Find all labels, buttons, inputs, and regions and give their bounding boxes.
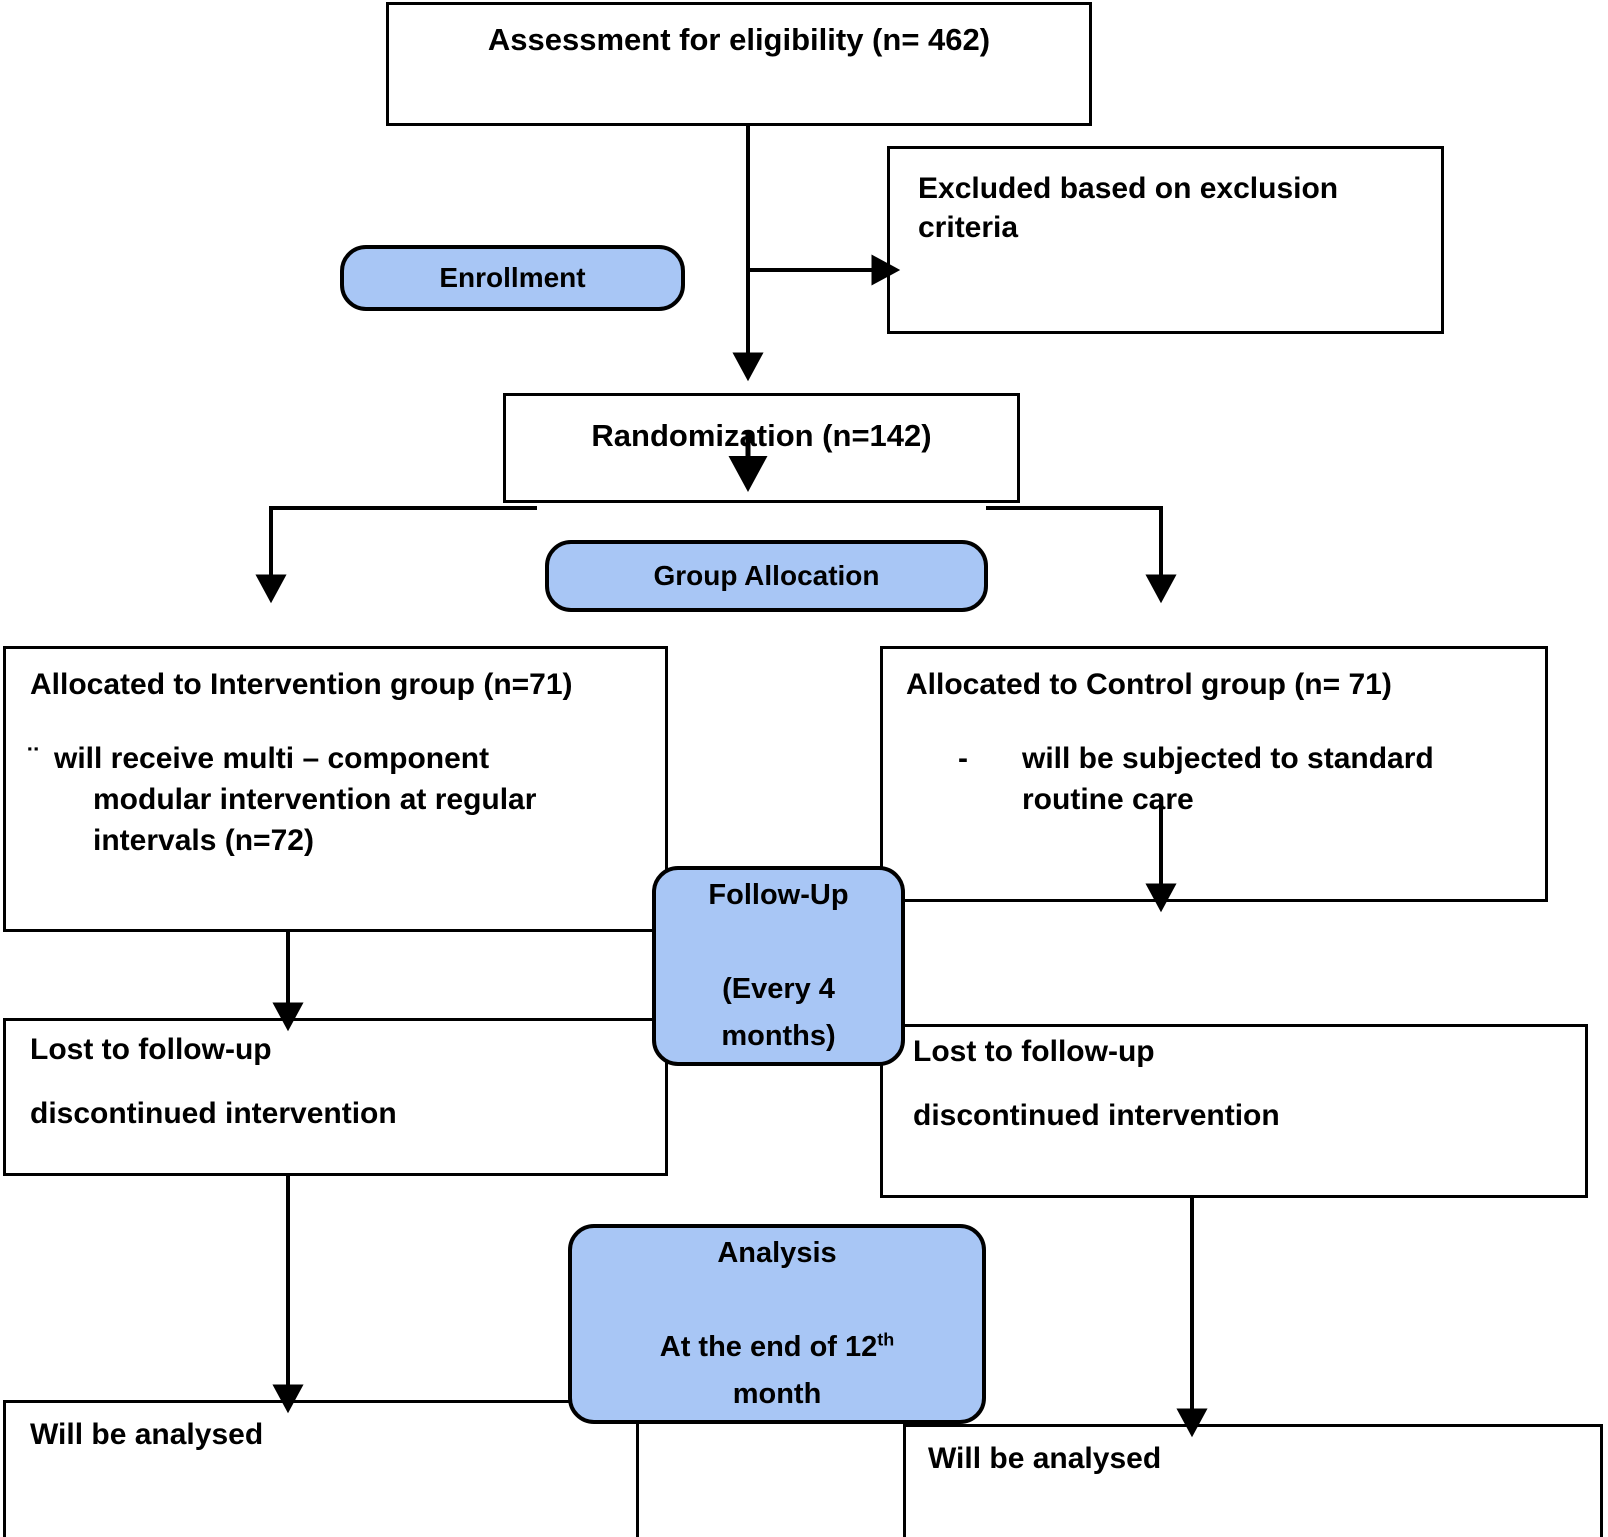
box-randomization <box>503 393 1020 503</box>
analysis-label: Analysis At the end of 12th month <box>572 1230 982 1418</box>
follow-up-line2: (Every 4 <box>722 973 835 1005</box>
excluded-label-line2: criteria <box>918 211 1019 244</box>
box-control-allocation <box>880 646 1548 902</box>
stage-label-follow-up: Follow-Up (Every 4 months) <box>652 866 905 1066</box>
intervention-allocation-bullet-marker: ¨ <box>28 742 38 775</box>
will-be-analysed-right-label: Will be analysed <box>928 1442 1162 1475</box>
box-lost-followup-right <box>880 1024 1588 1198</box>
box-intervention-allocation <box>3 646 668 932</box>
follow-up-line3: months) <box>721 1019 836 1052</box>
branch-left-allocation <box>255 506 537 604</box>
intervention-allocation-bullet-line3: intervals (n=72) <box>93 824 314 857</box>
analysis-line2-sup: th <box>877 1329 895 1350</box>
follow-up-label: Follow-Up (Every 4 months) <box>656 872 901 1060</box>
lost-followup-right-line2: discontinued intervention <box>913 1099 1280 1132</box>
lost-followup-left-line2: discontinued intervention <box>30 1097 397 1130</box>
randomization-label: Randomization (n=142) <box>591 418 932 453</box>
lost-followup-right-line1: Lost to follow-up <box>913 1035 1155 1068</box>
assessment-eligibility-label: Assessment for eligibility (n= 462) <box>487 22 991 57</box>
stage-label-enrollment: Enrollment <box>340 245 685 311</box>
excluded-label-line1: Excluded based on exclusion <box>918 172 1339 205</box>
intervention-allocation-heading: Allocated to Intervention group (n=71) <box>30 668 573 701</box>
follow-up-line1: Follow-Up <box>708 879 849 912</box>
group-allocation-label: Group Allocation <box>653 560 880 592</box>
stage-label-analysis: Analysis At the end of 12th month <box>568 1224 986 1424</box>
analysis-line2-pre: At the end of 12 <box>659 1331 878 1363</box>
control-allocation-bullet-line2: routine care <box>1022 783 1194 816</box>
control-allocation-heading: Allocated to Control group (n= 71) <box>906 668 1392 701</box>
intervention-allocation-bullet-line2: modular intervention at regular <box>93 783 537 816</box>
box-assessment-eligibility <box>386 2 1092 126</box>
will-be-analysed-left-label: Will be analysed <box>30 1418 264 1451</box>
control-allocation-bullet-line1: will be subjected to standard <box>1022 742 1434 775</box>
analysis-line3: month <box>732 1377 822 1410</box>
branch-right-allocation <box>986 506 1177 604</box>
box-will-be-analysed-left <box>3 1400 639 1537</box>
lost-followup-left-line1: Lost to follow-up <box>30 1033 272 1066</box>
box-lost-followup-left <box>3 1018 668 1176</box>
box-will-be-analysed-right <box>903 1424 1603 1537</box>
enrollment-label: Enrollment <box>439 262 586 294</box>
analysis-line1: Analysis <box>717 1237 837 1270</box>
box-excluded <box>887 146 1444 334</box>
control-allocation-bullet-marker: - <box>958 742 968 775</box>
stage-label-group-allocation: Group Allocation <box>545 540 988 612</box>
intervention-allocation-bullet-line1: will receive multi – component <box>54 742 490 775</box>
